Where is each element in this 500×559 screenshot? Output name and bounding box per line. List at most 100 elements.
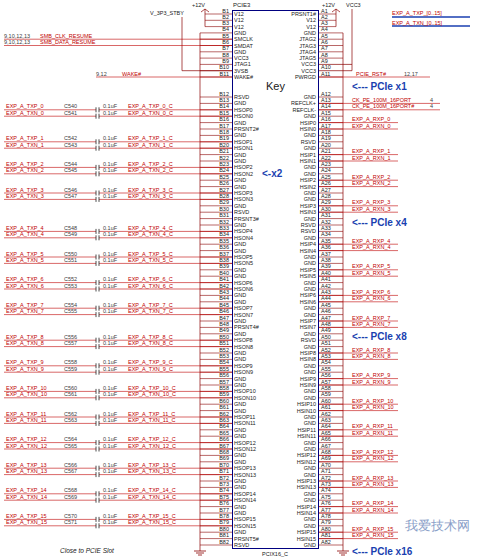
pin-number: A21 bbox=[321, 148, 331, 154]
pin-number: A12 bbox=[321, 91, 331, 97]
net-label: EXP_A_TXP_9_C bbox=[128, 359, 173, 365]
pin-number: A66 bbox=[321, 436, 331, 442]
pin-name: GND bbox=[234, 452, 246, 458]
pin-number: B2 bbox=[222, 14, 229, 20]
pin-number: B67 bbox=[219, 443, 229, 449]
net-label: EXP_A_RXN_0 bbox=[352, 123, 391, 129]
pin-number: B82 bbox=[219, 539, 229, 545]
pin-name: GND bbox=[234, 248, 246, 254]
pin-name: HSON9 bbox=[234, 369, 253, 375]
pin-number: A81 bbox=[321, 532, 331, 538]
pin-name: HSON2 bbox=[234, 171, 253, 177]
power-label: +12V bbox=[322, 2, 335, 8]
pin-name: HSIN5 bbox=[300, 273, 316, 279]
pin-name: HSOP4 bbox=[234, 228, 253, 234]
net-wire bbox=[4, 173, 96, 174]
net-wire bbox=[99, 525, 232, 526]
pin-number: A38 bbox=[321, 257, 331, 263]
pin-number: B57 bbox=[219, 379, 229, 385]
net-label: EXP_A_TXP_5_C bbox=[128, 251, 173, 257]
capacitor-symbol bbox=[99, 107, 100, 112]
pin-name: HSON0 bbox=[234, 113, 253, 119]
pin-name: GND bbox=[304, 190, 316, 196]
ground-symbol bbox=[198, 555, 202, 556]
pin-name: GND bbox=[304, 388, 316, 394]
ground-symbol bbox=[341, 555, 345, 556]
pin-name: HSON13 bbox=[234, 472, 256, 478]
capacitor-symbol bbox=[99, 363, 100, 368]
pin-number: A11 bbox=[321, 71, 330, 77]
net-wire bbox=[99, 116, 232, 117]
pin-name: GND bbox=[234, 177, 246, 183]
net-label: EXP_A_TXN_6 bbox=[6, 283, 44, 289]
net-label: EXP_A_RXN_1 bbox=[352, 155, 391, 161]
net-label: EXP_A_RXN_11 bbox=[352, 430, 393, 436]
pin-name: HSON6 bbox=[234, 286, 253, 292]
net-wire bbox=[4, 372, 96, 373]
pin-number: A42 bbox=[321, 283, 331, 289]
net-label: EXP_A_RXN_9 bbox=[352, 379, 391, 385]
pin-name: JTAG2 bbox=[299, 36, 316, 42]
net-wire bbox=[4, 148, 96, 149]
net-wire bbox=[99, 397, 232, 398]
pin-name: GND bbox=[234, 504, 246, 510]
pin-number: A68 bbox=[321, 449, 331, 455]
pin-number: A26 bbox=[321, 180, 331, 186]
net-label: EXP_A_TXP_6 bbox=[6, 276, 44, 282]
pin-name: WAKE# bbox=[234, 74, 253, 80]
pin-name: HSON4 bbox=[234, 235, 253, 241]
pin-name: GND bbox=[304, 369, 316, 375]
pin-number: B5 bbox=[222, 33, 229, 39]
pin-name: GND bbox=[304, 260, 316, 266]
pin-name: GND bbox=[304, 132, 316, 138]
net-label: EXP_A_TXP_12 bbox=[6, 436, 47, 442]
pin-number: A55 bbox=[321, 366, 331, 372]
pin-number: A18 bbox=[321, 129, 331, 135]
capacitor-ref: C546 bbox=[64, 187, 77, 193]
capacitor-symbol bbox=[96, 197, 97, 202]
pin-number: A3 bbox=[321, 20, 328, 26]
net-label: EXP_A_RXP_10 bbox=[352, 398, 393, 404]
net-wire bbox=[99, 199, 232, 200]
pin-name: PWRGD bbox=[295, 74, 316, 80]
pin-name: REFCLK- bbox=[292, 107, 316, 113]
pin-number: B24 bbox=[219, 167, 229, 173]
net-wire bbox=[4, 237, 96, 238]
pin-name: REFCLK+ bbox=[291, 100, 316, 106]
net-wire bbox=[99, 346, 232, 347]
capacitor-symbol bbox=[99, 498, 100, 503]
net-label: EXP_A_TXP_15 bbox=[6, 513, 47, 519]
part-name: PCIE3 bbox=[233, 2, 250, 9]
capacitor-ref: C563 bbox=[64, 417, 77, 423]
pin-name: GND bbox=[234, 273, 246, 279]
capacitor-symbol bbox=[99, 139, 100, 144]
pin-number: B18 bbox=[219, 129, 229, 135]
annotation: <--- PCIe x1 bbox=[352, 81, 407, 93]
pin-name: RSVD bbox=[301, 337, 316, 343]
pin-name: HSIN15 bbox=[297, 536, 316, 542]
pin-number: A4 bbox=[321, 26, 328, 32]
annotation: <-x2 bbox=[262, 168, 282, 180]
pin-number: A72 bbox=[321, 475, 331, 481]
capacitor-ref: C542 bbox=[64, 135, 77, 141]
capacitor-symbol bbox=[99, 523, 100, 528]
net-label: EXP_A_TXN_13_C bbox=[128, 468, 176, 474]
pin-name: GND bbox=[234, 132, 246, 138]
pin-name: GND bbox=[234, 120, 246, 126]
net-label: EXP_A_RXN_12 bbox=[352, 455, 394, 461]
capacitor-value: 0.1uF bbox=[103, 366, 117, 372]
net-label: EXP_A_RXN_10 bbox=[352, 404, 394, 410]
pin-number: B55 bbox=[219, 366, 229, 372]
capacitor-symbol bbox=[96, 229, 97, 234]
pin-name: GND bbox=[234, 318, 246, 324]
net-label: EXP_A_TXN_1 bbox=[6, 142, 44, 148]
page-ref: 12,17 bbox=[404, 71, 418, 77]
pin-number: B29 bbox=[219, 199, 229, 205]
pin-name: GND bbox=[234, 184, 246, 190]
pin-number: B45 bbox=[219, 302, 229, 308]
capacitor-ref: C547 bbox=[64, 193, 77, 199]
pin-number: A2 bbox=[321, 14, 328, 20]
capacitor-ref: C567 bbox=[64, 468, 77, 474]
net-label: EXP_A_RXP_11 bbox=[352, 423, 393, 429]
pin-number: A63 bbox=[321, 417, 331, 423]
